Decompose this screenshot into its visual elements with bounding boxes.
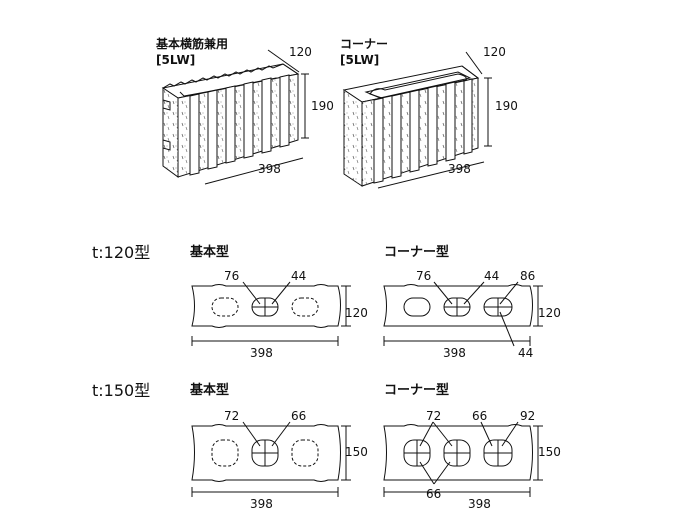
plan-t120-basic <box>191 281 351 346</box>
block-corner-height: 190 <box>495 99 518 113</box>
block-corner-width: 398 <box>448 162 471 176</box>
block-3d-corner <box>342 51 492 189</box>
section-label-t120: t:120型 <box>92 243 151 262</box>
block-corner-name: コーナー <box>340 37 389 51</box>
block-basic-width: 398 <box>258 162 281 176</box>
block-3d-basic <box>161 49 309 185</box>
block-corner-depth: 120 <box>483 45 506 59</box>
t120-corner-dim-c: 86 <box>520 269 536 283</box>
t120-corner-dim-b: 44 <box>484 269 500 283</box>
plan-t120-corner <box>383 281 543 347</box>
t150-basic-dim-a: 72 <box>224 409 240 423</box>
t120-basic-type-label: 基本型 <box>190 245 230 260</box>
t120-basic-dim-b: 44 <box>291 269 307 283</box>
t150-corner-depth: 150 <box>538 445 561 459</box>
t120-basic-width: 398 <box>250 346 273 360</box>
t120-corner-width: 398 <box>443 346 466 360</box>
block-basic-code: [5LW] <box>156 53 196 67</box>
t150-corner-width: 398 <box>468 497 491 511</box>
t150-basic-width: 398 <box>250 497 273 511</box>
t120-basic-depth: 120 <box>345 306 368 320</box>
t150-basic-depth: 150 <box>345 445 368 459</box>
block-basic-height: 190 <box>311 99 334 113</box>
t150-corner-type-label: コーナー型 <box>384 383 450 398</box>
block-basic-depth: 120 <box>289 45 312 59</box>
t150-corner-dim-c: 92 <box>520 409 536 423</box>
t120-corner-type-label: コーナー型 <box>384 245 450 260</box>
t150-corner-dim-d: 66 <box>426 487 442 501</box>
plan-t150-corner <box>383 421 543 497</box>
t150-basic-type-label: 基本型 <box>190 383 230 398</box>
t120-corner-dim-d: 44 <box>518 346 534 360</box>
plan-t150-basic <box>191 421 351 497</box>
block-corner-code: [5LW] <box>340 53 380 67</box>
t150-corner-dim-b: 66 <box>472 409 488 423</box>
t120-corner-dim-a: 76 <box>416 269 432 283</box>
t150-basic-dim-b: 66 <box>291 409 307 423</box>
section-label-t150: t:150型 <box>92 381 151 400</box>
t120-corner-depth: 120 <box>538 306 561 320</box>
t150-corner-dim-a: 72 <box>426 409 442 423</box>
block-basic-name: 基本横筋兼用 <box>156 37 229 51</box>
t120-basic-dim-a: 76 <box>224 269 240 283</box>
